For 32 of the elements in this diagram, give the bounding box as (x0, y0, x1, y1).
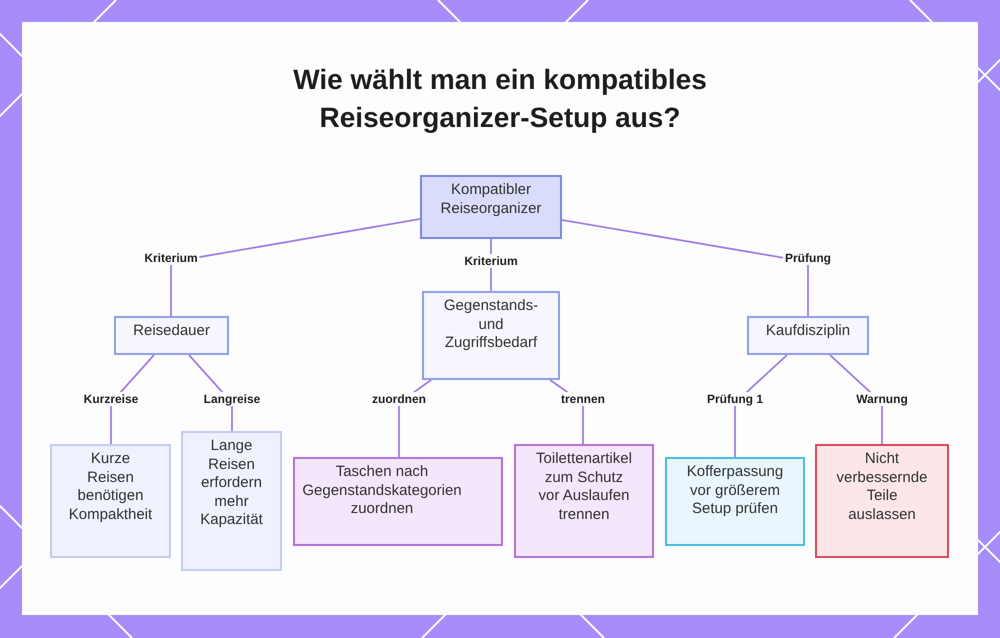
node-label: Kurze Reisen benötigen Kompaktheit (68, 450, 154, 524)
warning-box (815, 444, 949, 558)
edge-label: Warnung (854, 392, 910, 406)
category-box (747, 316, 869, 355)
action-box (514, 444, 654, 558)
check-box (665, 457, 805, 546)
outcome-box (181, 431, 282, 571)
category-box (114, 316, 229, 355)
edge-label: Kriterium (462, 254, 520, 268)
edge-label: Kurzreise (82, 392, 140, 406)
connector-line (170, 218, 420, 316)
category-box (422, 291, 560, 380)
node-label: Taschen nach Gegenstandskategorien zuordnen (301, 463, 463, 518)
outcome-box (50, 444, 171, 558)
edge-label: trennen (559, 392, 607, 406)
node-label: Lange Reisen erfordern mehr Kapazität (199, 437, 264, 530)
node-label: Toilettenartikel zum Schutz vor Auslaufen trennen (535, 450, 633, 524)
edge-label: zuordnen (370, 392, 428, 406)
root-box (420, 175, 562, 239)
node-label: Gegenstands- und Zugriffsbedarf (442, 297, 540, 352)
action-box (293, 457, 503, 546)
edge-label: Langreise (202, 392, 262, 406)
edge-label: Kriterium (142, 251, 200, 265)
node-label: Kofferpassung vor größerem Setup prüfen (686, 463, 784, 518)
node-label: Kaufdisziplin (764, 322, 852, 340)
diagram-title: Wie wählt man ein kompatibles Reiseorganizer-Setup aus? (292, 63, 708, 135)
node-label: Reisedauer (132, 322, 211, 340)
edge-label: Prüfung 1 (705, 392, 765, 406)
connector-line (562, 219, 809, 316)
edge-label: Prüfung (783, 251, 833, 265)
node-label: Nicht verbessernde Teile auslassen (836, 450, 928, 524)
node-label: Kompatibler Reiseorganizer (440, 181, 542, 218)
